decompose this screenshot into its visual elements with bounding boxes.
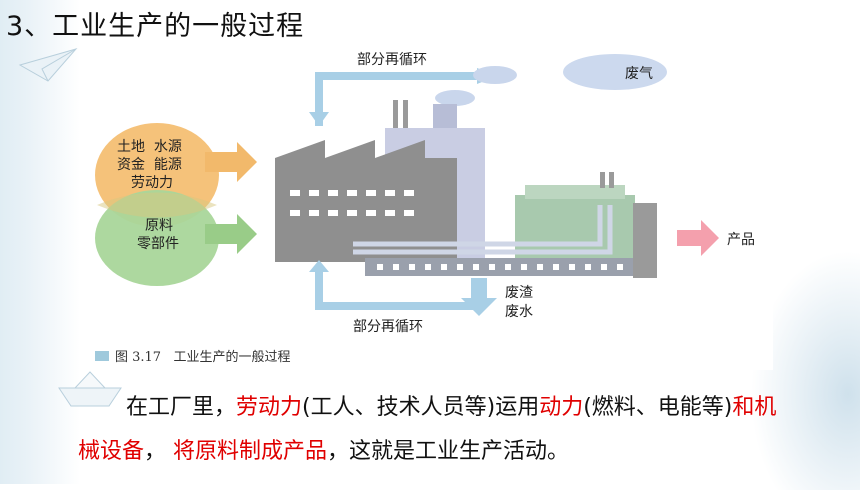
smoke-cloud: [473, 66, 517, 84]
product-label: 产品: [727, 232, 755, 248]
smoke-cloud: [435, 90, 475, 106]
product-arrow-icon: [677, 220, 719, 256]
background-wash-left: [0, 0, 80, 484]
highlight-machinery: 和机械设备: [78, 395, 777, 464]
figure-caption: 图 3.17 工业生产的一般过程: [95, 346, 290, 365]
chimney: [403, 100, 408, 140]
top-recycle-arrow-icon: [315, 72, 477, 126]
pipe: [353, 205, 613, 255]
bottom-recycle-arrowhead: [309, 260, 329, 272]
input-bottom-line-2: 零部件: [137, 236, 179, 252]
highlight-raw-to-product: 将原料制成产品: [173, 439, 328, 464]
low-building-roof: [525, 185, 625, 199]
waste-output-line-1: 废渣: [505, 285, 533, 301]
factory-building: [275, 140, 457, 262]
caption-text: 图 3.17 工业生产的一般过程: [115, 350, 291, 365]
input-top-line-1: 土地 水源: [117, 139, 182, 155]
caption-swatch: [95, 350, 109, 361]
waste-gas-label: 废气: [625, 66, 653, 82]
chimney: [393, 100, 398, 140]
paper-boat-icon: [58, 371, 122, 407]
highlight-labor: 劳动力: [236, 395, 303, 420]
bottom-recycle-label: 部分再循环: [353, 319, 423, 335]
page-title: 3、工业生产的一般过程: [6, 11, 305, 42]
body-paragraph: 在工厂里，劳动力(工人、技术人员等)运用动力(燃料、电能等)和机械设备， 将原料…: [78, 386, 798, 474]
overlap: [97, 192, 217, 218]
text-segment: ，这就是工业生产活动。: [327, 439, 570, 464]
end-building: [633, 203, 657, 278]
input-bottom-line-1: 原料: [145, 218, 173, 234]
text-segment: 在工厂里，: [126, 395, 237, 420]
arrow-resources-icon: [205, 142, 257, 182]
text-segment: (工人、技术人员等)运用: [302, 395, 540, 420]
text-segment: ，: [144, 439, 167, 464]
figure-industrial-process: 部分再循环 废气 土地 水源 资金 能源 劳动力 原料 零部件 废渣 废水 部分…: [85, 40, 773, 370]
top-recycle-label: 部分再循环: [357, 52, 427, 68]
small-chimney: [600, 172, 605, 188]
bottom-recycle-arrow-icon: [315, 272, 477, 310]
waste-gas-cloud: [563, 54, 667, 90]
text-segment: (燃料、电能等): [583, 395, 733, 420]
arrow-materials-icon: [205, 214, 257, 254]
highlight-power: 动力: [539, 395, 584, 420]
input-top-line-3: 劳动力: [131, 175, 173, 191]
pipe: [353, 205, 603, 247]
diagram: 部分再循环 废气 土地 水源 资金 能源 劳动力 原料 零部件 废渣 废水 部分…: [95, 52, 755, 335]
waste-arrow-icon: [461, 278, 497, 316]
top-recycle-arrowhead: [309, 112, 329, 126]
conveyor-slots: [377, 264, 623, 270]
factory-windows: [290, 190, 414, 216]
input-top-line-2: 资金 能源: [117, 157, 182, 173]
waste-output-line-2: 废水: [505, 304, 533, 320]
conveyor-base: [365, 258, 633, 276]
small-chimney: [609, 172, 614, 188]
paper-plane-icon: [18, 48, 78, 82]
